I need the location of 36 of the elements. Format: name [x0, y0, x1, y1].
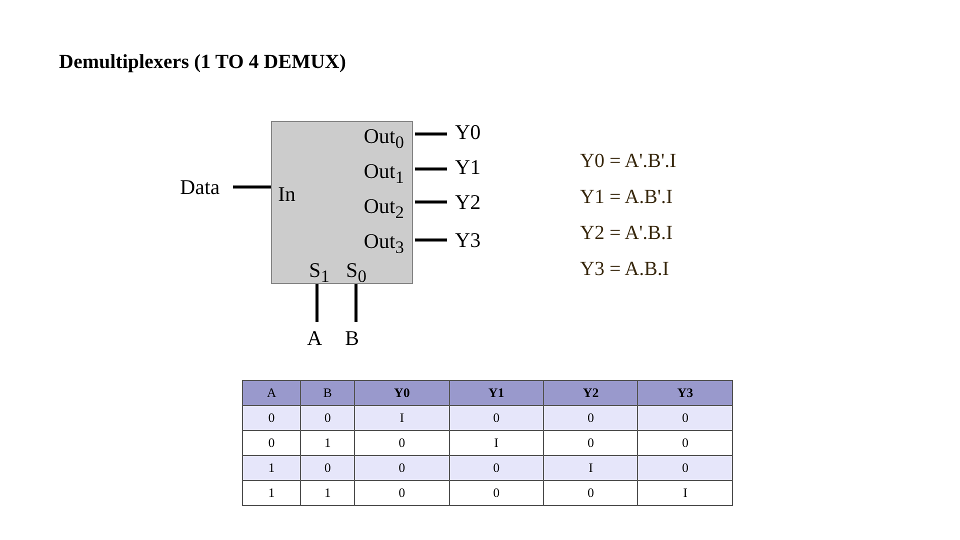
header-cell: A: [242, 380, 301, 406]
demux-block: [271, 121, 413, 284]
table-cell: 1: [300, 480, 355, 506]
pin-label: Out$_{2}$: [364, 196, 404, 222]
header-cell: Y0: [354, 380, 450, 406]
signal-label: Y3: [455, 230, 481, 251]
signal-label: Y1: [455, 157, 481, 178]
wire: [415, 238, 447, 242]
table-cell: 0: [544, 480, 638, 506]
equation: Y2 = A'.B.I: [580, 223, 673, 243]
signal-label: B: [345, 328, 360, 349]
wire: [233, 186, 271, 188]
wire: [415, 168, 447, 170]
table-cell: 0: [354, 480, 450, 506]
signal-label: Y2: [455, 192, 481, 213]
header-cell: Y3: [638, 380, 732, 406]
pin-label: S$_{1}$: [309, 260, 330, 286]
pin-label: In: [278, 184, 296, 205]
wire: [415, 200, 447, 204]
pin-label: Out$_{3}$: [364, 231, 404, 257]
pin-label: Out$_{1}$: [364, 161, 404, 187]
pin-label: Out$_{0}$: [364, 126, 404, 152]
pin-label: S$_{0}$: [346, 260, 366, 286]
signal-label: Data: [180, 177, 220, 198]
equation: Y3 = A.B.I: [580, 259, 670, 279]
table-cell: I: [638, 480, 732, 506]
equation: Y0 = A'.B'.I: [580, 151, 676, 171]
signal-label: Y0: [455, 122, 481, 143]
table-cell: 0: [449, 480, 544, 506]
title: Demultiplexers (1 TO 4 DEMUX): [59, 51, 346, 74]
wire: [354, 284, 358, 322]
signal-label: A: [307, 328, 322, 349]
wire: [415, 132, 447, 136]
wire: [316, 284, 318, 322]
equation: Y1 = A.B'.I: [580, 187, 673, 207]
table-cell: 1: [242, 480, 301, 506]
